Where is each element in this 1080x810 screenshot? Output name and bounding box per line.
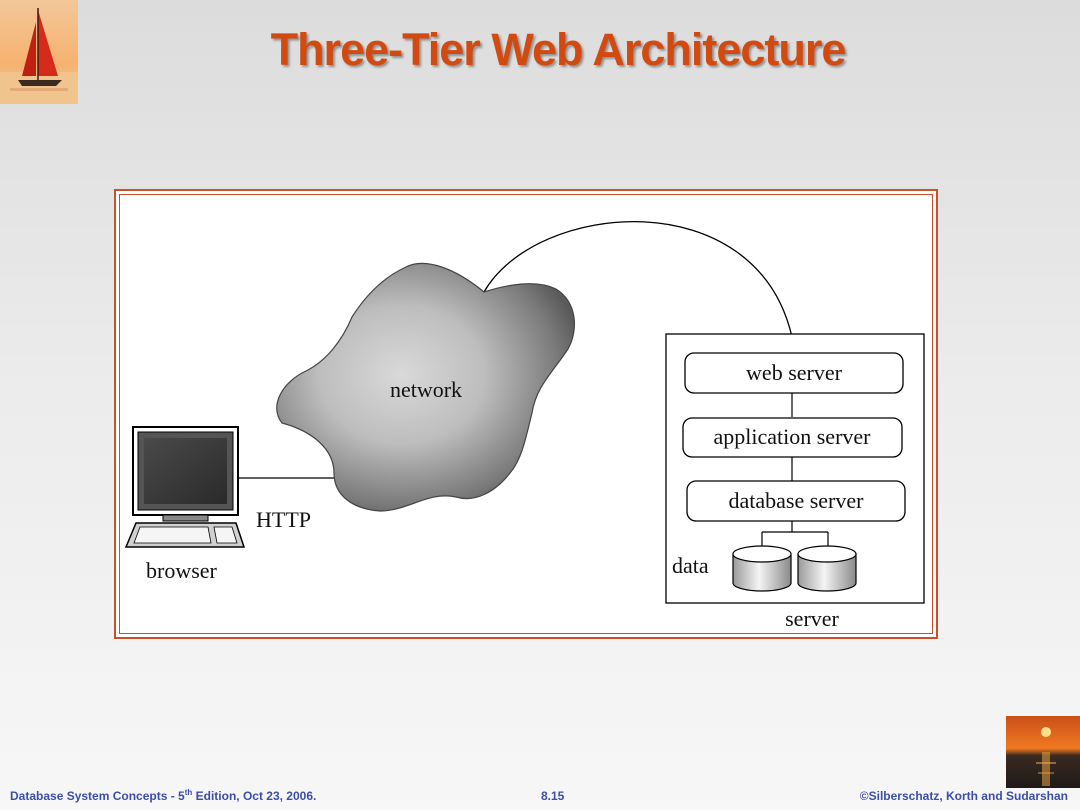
figure-inner-border (119, 194, 933, 634)
network-cloud-icon (276, 262, 575, 512)
web-server-label: web server (746, 360, 843, 385)
application-server-box (682, 417, 903, 458)
three-tier-diagram: network HTTP browser web server applicat… (124, 220, 925, 631)
footer-copyright: ©Silberschatz, Korth and Sudarshan (859, 789, 1068, 803)
sunset-logo-icon (1006, 716, 1080, 788)
figure-frame: network HTTP browser web server applicat… (114, 189, 938, 639)
http-label: HTTP (256, 507, 311, 532)
disk-icon (797, 545, 857, 592)
footer-book-info: Database System Concepts - 5th Edition, … (10, 788, 317, 804)
network-to-server-link (483, 220, 793, 338)
server-label: server (785, 606, 839, 631)
network-label: network (390, 377, 462, 402)
database-server-box (686, 480, 906, 522)
database-server-label: database server (729, 488, 865, 513)
disk-icon (732, 545, 792, 592)
disk-links (761, 521, 829, 547)
computer-icon (124, 426, 246, 548)
web-server-box (684, 352, 904, 394)
slide-title: Three-Tier Web Architecture (270, 24, 847, 75)
browser-label: browser (146, 558, 218, 583)
application-server-label: application server (714, 424, 872, 449)
data-label: data (672, 553, 709, 578)
footer-page-number: 8.15 (541, 789, 565, 803)
sailboat-logo-icon (0, 0, 78, 104)
